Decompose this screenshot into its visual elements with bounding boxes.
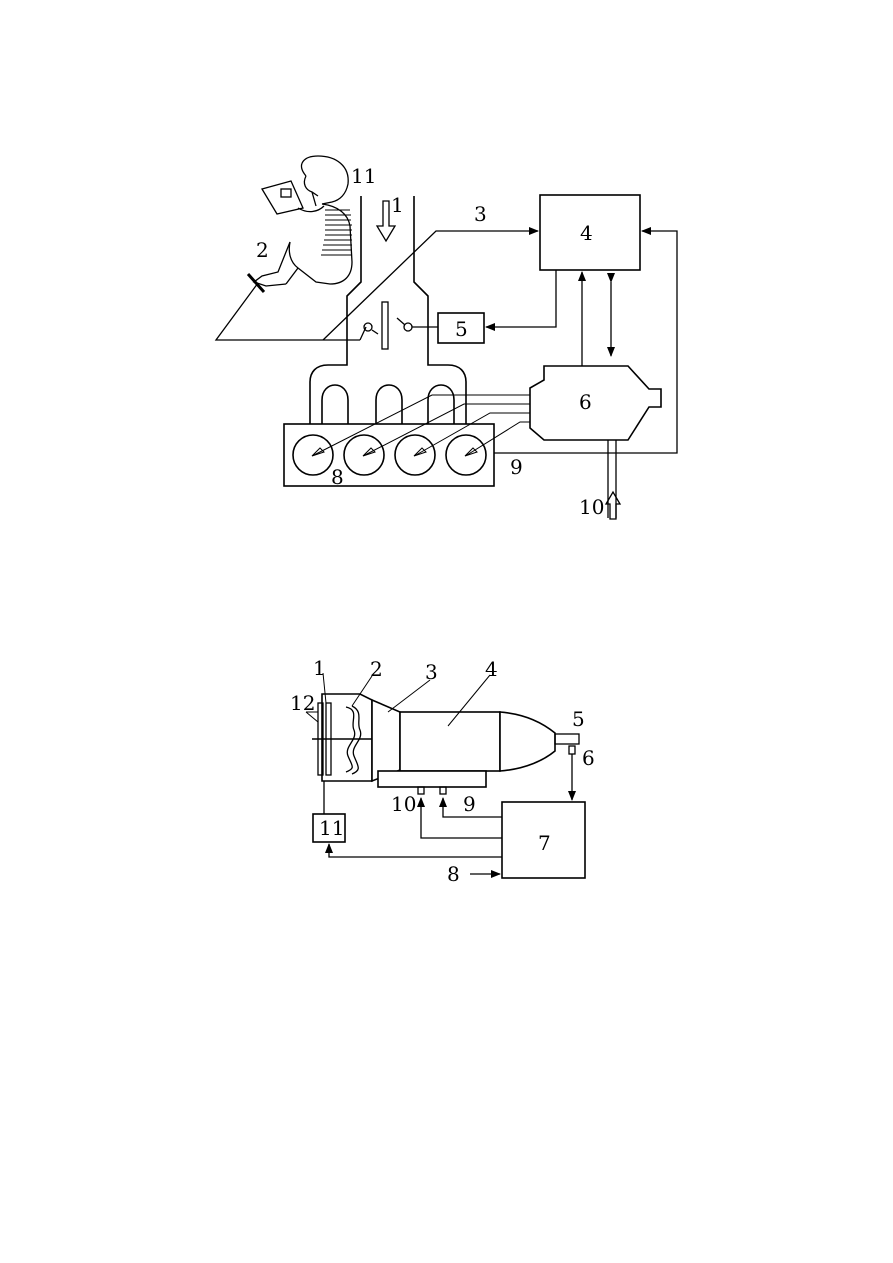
- control-line-9: [439, 797, 502, 818]
- box-5: [437, 312, 485, 344]
- label-8: 8: [331, 465, 344, 489]
- controller-to-actuator: [325, 843, 502, 858]
- injector-wires: [313, 394, 530, 456]
- b-label-12: 12: [290, 691, 315, 715]
- intake-air-arrow: [375, 200, 397, 243]
- input-arrow-10: [604, 490, 622, 520]
- oil-pan: [377, 770, 487, 788]
- b-label-1: 1: [313, 656, 326, 680]
- label-11: 11: [351, 164, 376, 188]
- cylinders: [292, 434, 487, 476]
- box-4: [539, 194, 641, 271]
- b-label-5: 5: [572, 707, 585, 731]
- gearbox-tail: [499, 711, 556, 772]
- label-1: 1: [391, 193, 404, 217]
- top-diagram: 11 1 3 4 2 5 6 8 9 10: [214, 155, 678, 520]
- ecu-to-actuator: [485, 270, 557, 331]
- b-label-10: 10: [391, 792, 416, 816]
- b-label-2: 2: [370, 657, 383, 681]
- label-10: 10: [579, 495, 604, 519]
- b-label-7: 7: [538, 831, 551, 855]
- engine-block: [283, 423, 495, 487]
- bottom-diagram: 1 2 3 4 12 5 6 10 9 7 11 8: [290, 656, 595, 886]
- box-11: [312, 813, 346, 843]
- control-line-10: [417, 797, 502, 839]
- transmission-6: [529, 365, 662, 441]
- b-label-4: 4: [485, 657, 498, 681]
- b-label-11: 11: [319, 816, 344, 840]
- b-label-9: 9: [463, 792, 476, 816]
- sensor-6: [568, 745, 576, 755]
- pedal-signal-line: [322, 227, 539, 341]
- feedback-line-9: [494, 227, 678, 454]
- label-2: 2: [256, 238, 269, 262]
- damper-2: [345, 706, 356, 773]
- intake-manifold: [309, 196, 467, 424]
- pedal-linkage: [214, 282, 360, 341]
- label-5: 5: [455, 317, 468, 341]
- label-4: 4: [580, 221, 593, 245]
- b-label-8: 8: [447, 862, 460, 886]
- bell-housing-3: [371, 698, 401, 783]
- b-label-6: 6: [582, 746, 595, 770]
- throttle-plate: [381, 301, 389, 350]
- controller-7: [501, 801, 586, 879]
- label-6: 6: [579, 390, 592, 414]
- label-3: 3: [474, 202, 487, 226]
- gearbox-4: [399, 711, 501, 772]
- driver-figure: [246, 155, 353, 293]
- b-label-3: 3: [425, 660, 438, 684]
- label-9: 9: [510, 455, 523, 479]
